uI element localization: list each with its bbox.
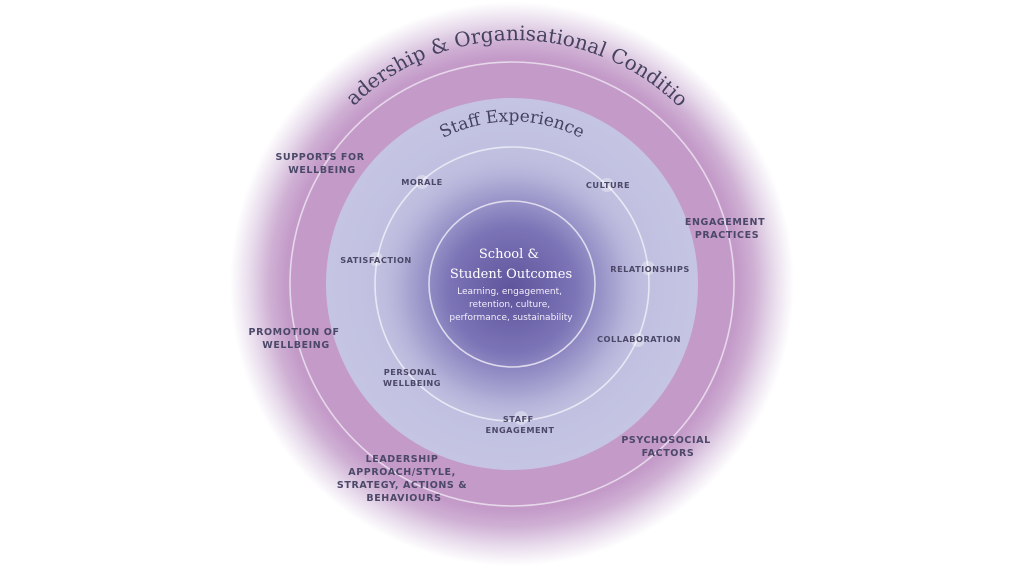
- core-subtitle: Learning, engagement, retention, culture…: [449, 287, 573, 323]
- label-leadership-approach: LEADERSHIP APPROACH/STYLE, STRATEGY, ACT…: [337, 454, 471, 504]
- label-relationships: RELATIONSHIPS: [610, 264, 689, 274]
- label-staff-engagement: STAFF ENGAGEMENT: [486, 414, 555, 435]
- label-supports-for-wellbeing: SUPPORTS FOR WELLBEING: [275, 152, 368, 176]
- node-culture: [600, 178, 614, 192]
- label-personal-wellbeing: PERSONAL WELLBEING: [383, 367, 441, 388]
- outer-ring-line: [289, 61, 735, 507]
- core-glow: [372, 146, 652, 426]
- middle-ring-line: [374, 146, 650, 422]
- node-collaboration: [631, 333, 645, 347]
- label-engagement-practices: ENGAGEMENT PRACTICES: [685, 217, 769, 241]
- label-psychosocial-factors: PSYCHOSOCIAL FACTORS: [621, 435, 714, 459]
- node-satisfaction: [369, 252, 383, 266]
- inner-ring-line: [428, 200, 596, 368]
- node-relationships: [641, 261, 655, 275]
- label-promotion-of-wellbeing: PROMOTION OF WELLBEING: [249, 327, 344, 351]
- ring-nodes: [369, 175, 655, 425]
- label-collaboration: COLLABORATION: [597, 334, 681, 344]
- label-morale: MORALE: [401, 177, 443, 187]
- node-morale: [415, 175, 429, 189]
- core-title: School & Student Outcomes: [450, 247, 572, 282]
- label-satisfaction: SATISFACTION: [340, 255, 412, 265]
- label-culture: CULTURE: [586, 180, 630, 190]
- node-staff-engagement: [514, 411, 528, 425]
